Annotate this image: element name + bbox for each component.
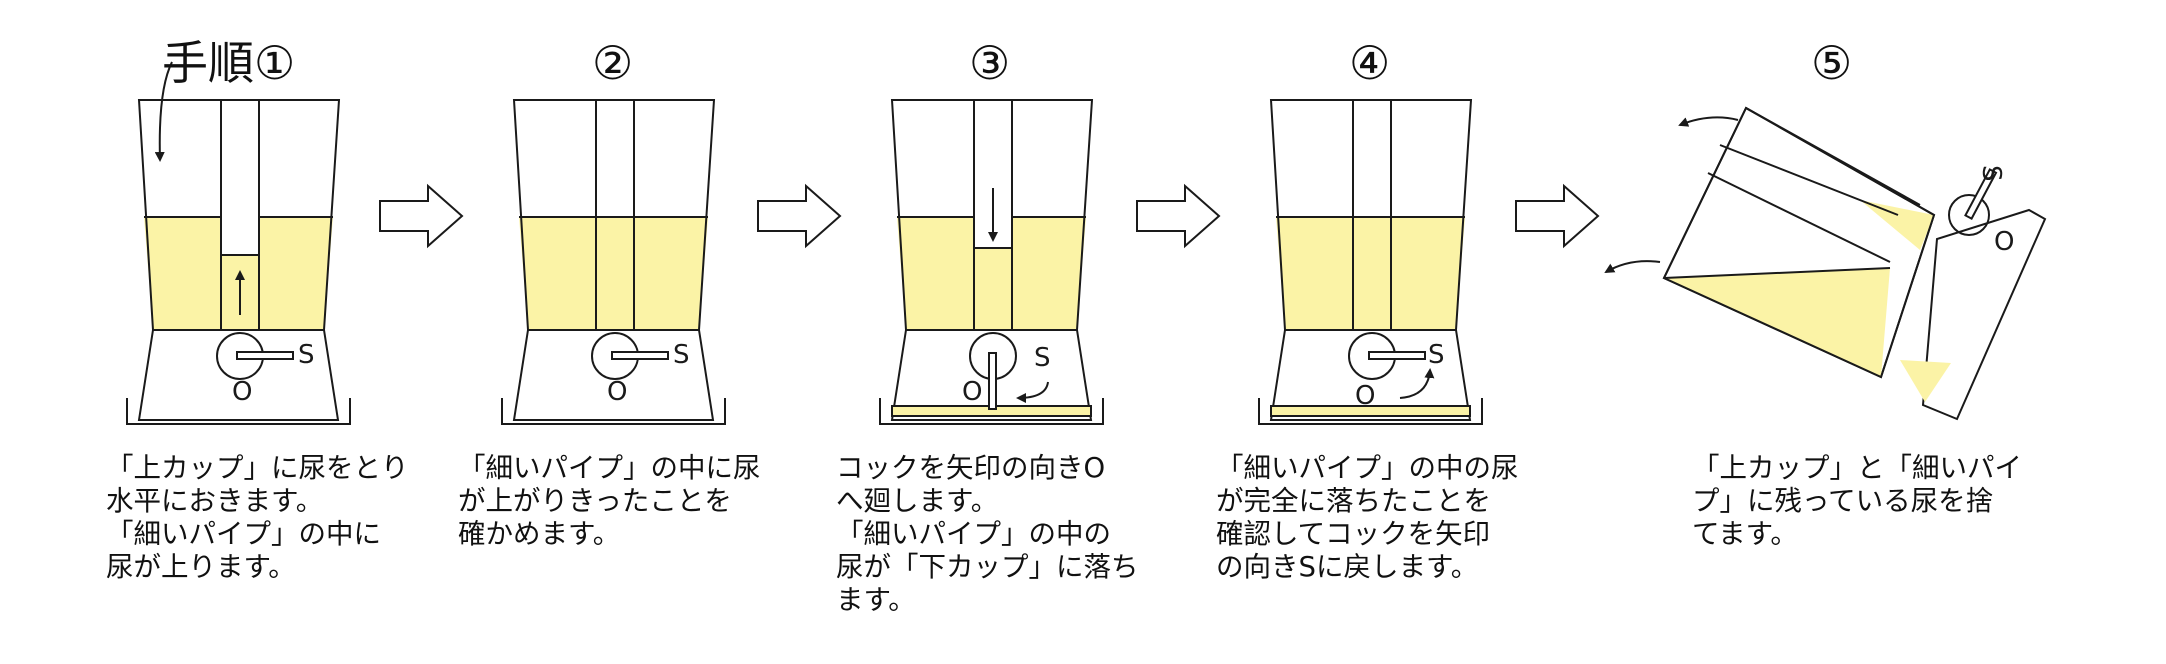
step-2-illustration bbox=[501, 99, 726, 425]
step-5-illustration bbox=[1604, 106, 2047, 421]
caption-line: の向きSに戻します。 bbox=[1216, 551, 1479, 583]
base-tray bbox=[879, 398, 1104, 425]
next-step-arrow-icon bbox=[757, 183, 842, 249]
valve-label-o: O bbox=[1994, 227, 2014, 257]
step-4-title: ④ bbox=[1349, 36, 1391, 90]
caption-line: ます。 bbox=[836, 584, 916, 616]
tilted-cup-urine bbox=[1664, 268, 1890, 377]
step-1-title: 手順① bbox=[162, 36, 296, 90]
valve-label-o: O bbox=[1355, 381, 1375, 411]
lower-cup-urine bbox=[1270, 405, 1471, 417]
rotate-arrow-icon bbox=[1016, 381, 1049, 403]
caption-line: プ」に残っている尿を捨 bbox=[1692, 485, 1994, 517]
base-tray bbox=[1258, 398, 1483, 425]
caption-line: へ廻します。 bbox=[836, 485, 999, 517]
caption-line: 確認してコックを矢印 bbox=[1216, 518, 1491, 550]
pour-arrow-bottom bbox=[1604, 260, 1661, 274]
valve-label-s: S bbox=[1428, 340, 1445, 370]
next-step-arrow-icon bbox=[1136, 183, 1221, 249]
tilted-lower-urine bbox=[1900, 360, 1951, 402]
caption-line: 尿が上ります。 bbox=[106, 551, 296, 583]
cock-handle bbox=[1368, 351, 1426, 360]
step-3-illustration bbox=[879, 99, 1104, 425]
cock-valve-icon bbox=[1948, 194, 1990, 236]
step-1-illustration bbox=[126, 61, 351, 425]
pour-arrow-top bbox=[1678, 116, 1739, 127]
caption-line: コックを矢印の向きO bbox=[836, 452, 1106, 484]
base-tray bbox=[501, 398, 726, 425]
caption-line: 「細いパイプ」の中の尿 bbox=[1216, 452, 1519, 484]
tilted-lower-cup bbox=[1921, 208, 2047, 421]
rotate-arrow-icon bbox=[1399, 368, 1435, 399]
lower-cup bbox=[137, 329, 340, 421]
cock-handle bbox=[611, 351, 669, 360]
caption-line: 「細いパイプ」の中に尿 bbox=[458, 452, 761, 484]
next-step-arrow-icon bbox=[1515, 183, 1600, 249]
lower-cup bbox=[512, 329, 715, 421]
caption-line: てます。 bbox=[1692, 518, 1798, 550]
valve-label-o: O bbox=[962, 377, 982, 407]
caption-line: が上がりきったことを bbox=[458, 485, 732, 517]
pour-arrow bbox=[154, 61, 173, 162]
valve-label-s: S bbox=[673, 340, 690, 370]
cock-handle bbox=[988, 352, 997, 410]
valve-label-o: O bbox=[607, 377, 627, 407]
pipe-urine bbox=[973, 247, 1013, 331]
next-step-arrow-icon bbox=[379, 183, 464, 249]
valve-label-s: S bbox=[298, 340, 315, 370]
step-1-caption: 「上カップ」に尿をとり 水平におきます。 「細いパイプ」の中に 尿が上ります。 bbox=[106, 452, 409, 584]
caption-line: 確かめます。 bbox=[458, 518, 621, 550]
step-3-caption: コックを矢印の向きO へ廻します。 「細いパイプ」の中の 尿が「下カップ」に落ち… bbox=[836, 452, 1139, 617]
caption-line: 「細いパイプ」の中に bbox=[106, 518, 381, 550]
cock-handle bbox=[1964, 168, 1998, 220]
step-2-title: ② bbox=[592, 36, 634, 90]
step-4-illustration bbox=[1258, 99, 1483, 425]
lower-cup bbox=[890, 329, 1093, 421]
pipe-urine bbox=[595, 216, 635, 331]
caption-line: 水平におきます。 bbox=[106, 485, 324, 517]
caption-line: 尿が「下カップ」に落ち bbox=[836, 551, 1139, 583]
tilted-upper-cup-outline bbox=[1662, 106, 1936, 379]
cock-handle bbox=[236, 351, 294, 360]
valve-label-o: O bbox=[232, 377, 252, 407]
step-4-caption: 「細いパイプ」の中の尿 が完全に落ちたことを 確認してコックを矢印 の向きSに戻… bbox=[1216, 452, 1519, 584]
step-3-title: ③ bbox=[969, 36, 1011, 90]
tilted-pipe-urine bbox=[1860, 200, 1934, 250]
lower-cup bbox=[1269, 329, 1472, 421]
valve-label-s: S bbox=[1034, 343, 1051, 373]
step-5-caption: 「上カップ」と「細いパイ プ」に残っている尿を捨 てます。 bbox=[1692, 452, 2022, 551]
caption-line: 「上カップ」と「細いパイ bbox=[1692, 452, 2022, 484]
valve-label-s: S bbox=[1976, 165, 2006, 182]
step-5-title: ⑤ bbox=[1811, 36, 1853, 90]
caption-line: が完全に落ちたことを bbox=[1216, 485, 1491, 517]
base-tray bbox=[126, 398, 351, 425]
caption-line: 「上カップ」に尿をとり bbox=[106, 452, 409, 484]
caption-line: 「細いパイプ」の中の bbox=[836, 518, 1111, 550]
step-2-caption: 「細いパイプ」の中に尿 が上がりきったことを 確かめます。 bbox=[458, 452, 761, 551]
pipe-urine bbox=[1352, 216, 1392, 331]
